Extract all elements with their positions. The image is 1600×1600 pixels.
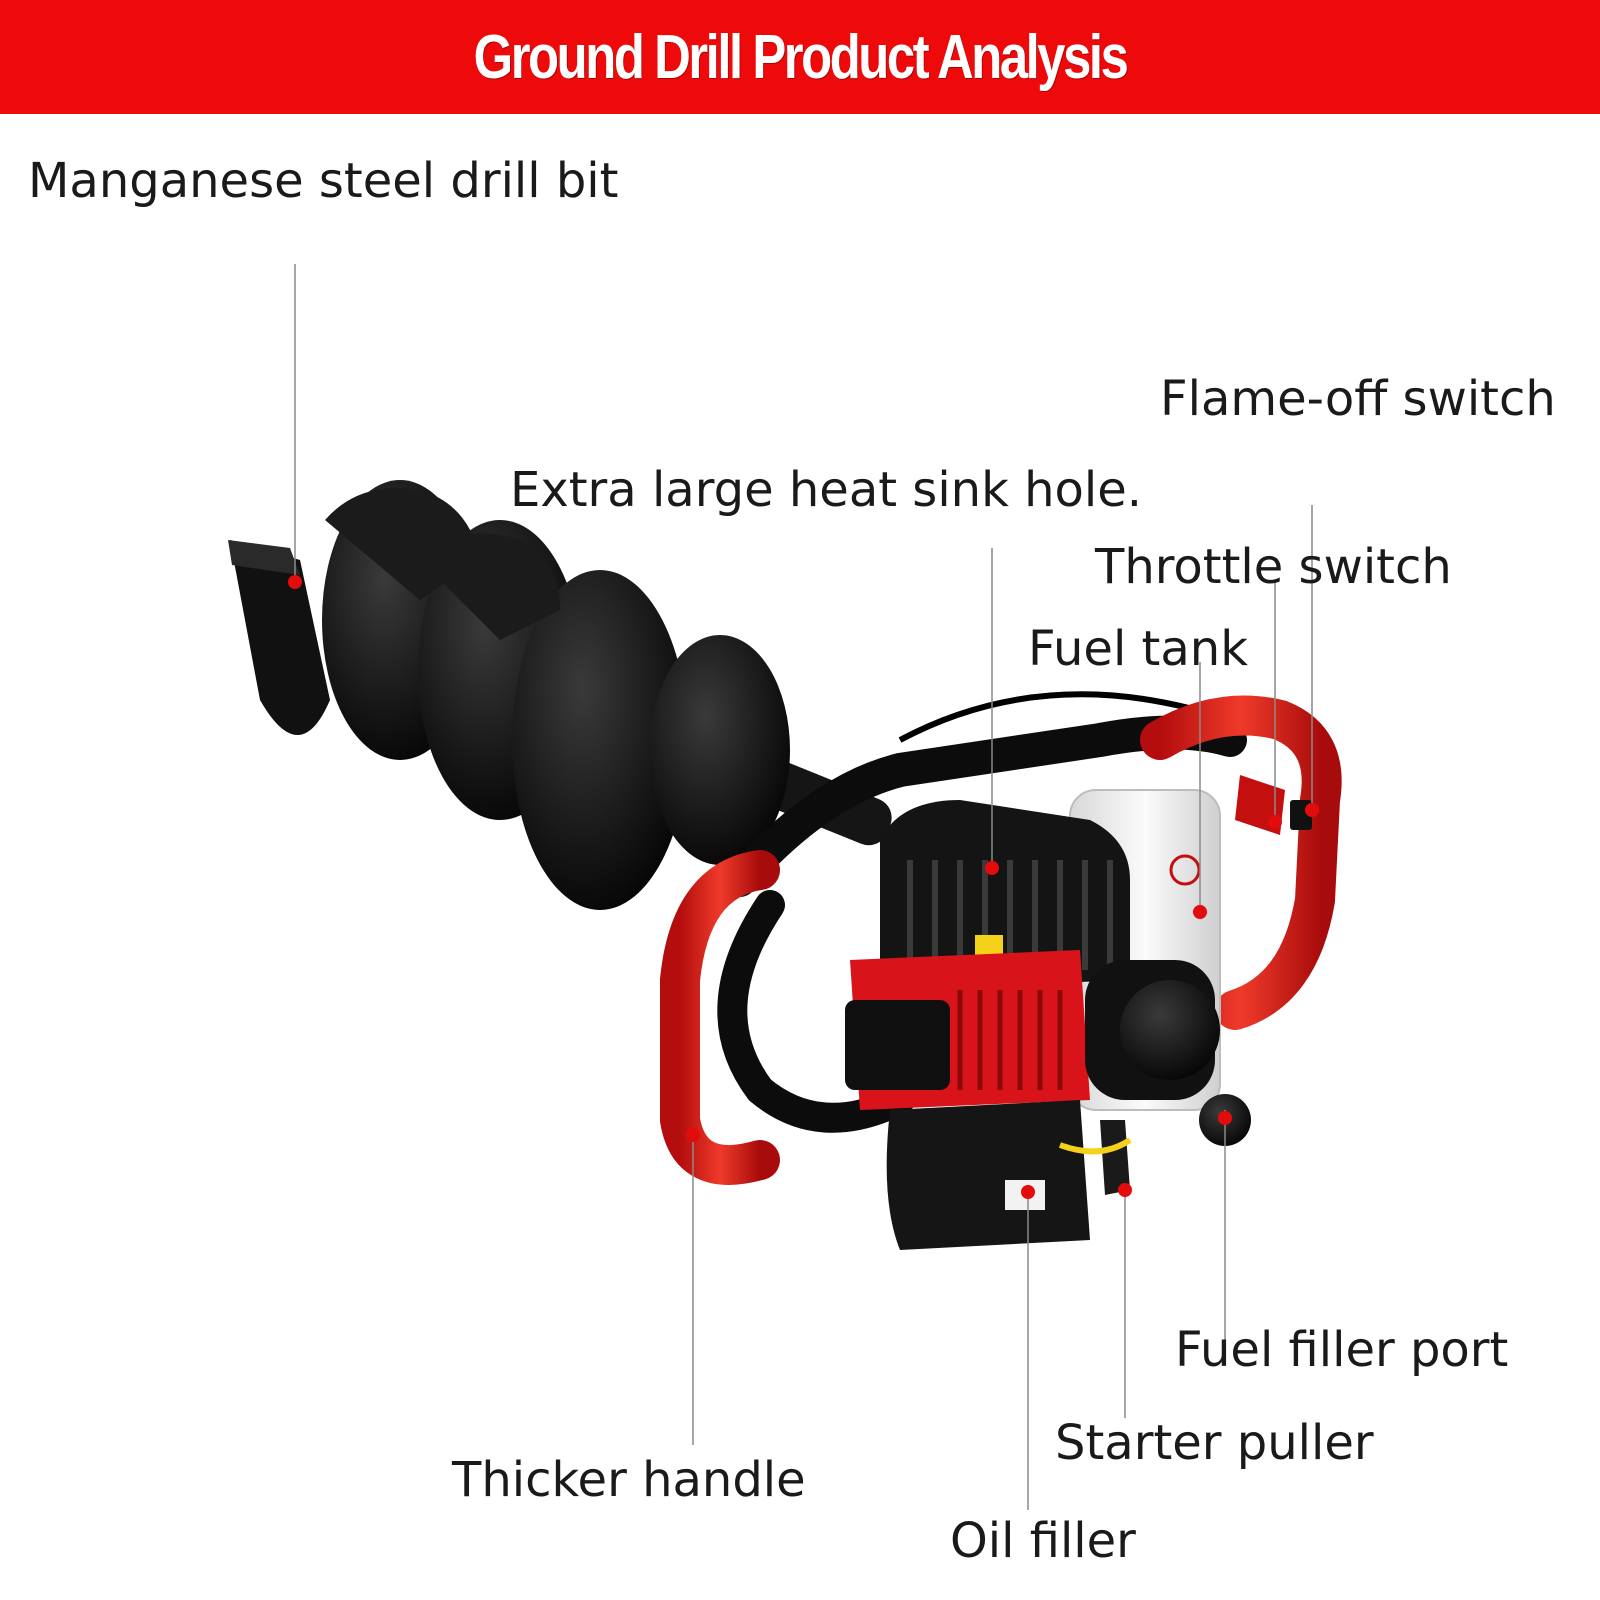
auger-bit-icon <box>228 480 892 910</box>
ground-drill-illustration <box>228 264 1342 1510</box>
page-title: Ground Drill Product Analysis <box>473 22 1129 92</box>
label-drill-bit: Manganese steel drill bit <box>28 153 619 209</box>
title-banner: Ground Drill Product Analysis <box>0 0 1600 114</box>
label-heat-sink-hole: Extra large heat sink hole. <box>510 462 1143 518</box>
label-oil-filler: Oil filler <box>950 1513 1136 1569</box>
label-fuel-filler-port: Fuel filler port <box>1175 1322 1509 1378</box>
label-starter-puller: Starter puller <box>1055 1415 1374 1471</box>
label-thicker-handle: Thicker handle <box>452 1452 806 1508</box>
recoil-starter-icon <box>1058 960 1251 1195</box>
callout-dots <box>288 575 1319 1199</box>
engine-icon <box>845 800 1130 1250</box>
handle-bar-icon <box>660 691 1342 1185</box>
leader-lines <box>294 264 1313 1510</box>
label-flame-off-switch: Flame-off switch <box>1160 371 1556 427</box>
label-throttle-switch: Throttle switch <box>1095 539 1452 595</box>
label-fuel-tank: Fuel tank <box>1028 621 1248 677</box>
